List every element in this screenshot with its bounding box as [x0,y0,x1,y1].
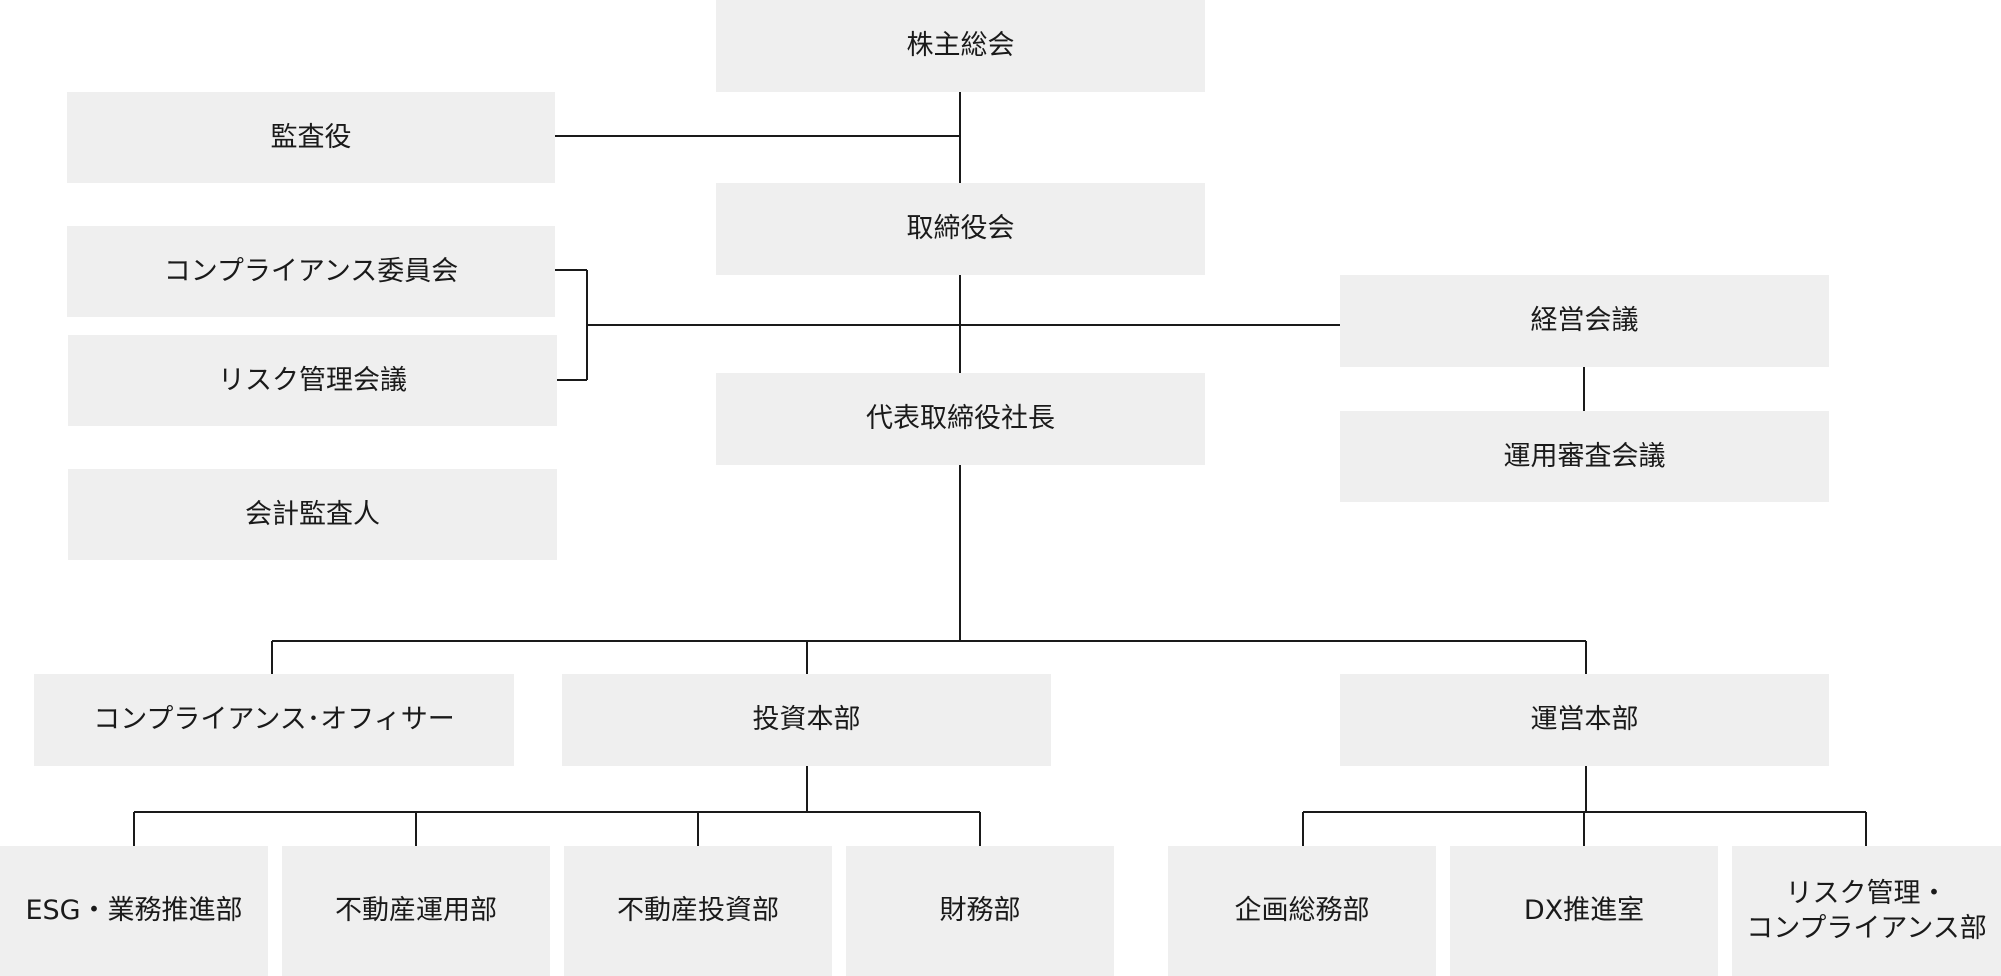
esg-business-promotion-dept-box: ESG・業務推進部 [0,846,268,976]
board-of-directors-label: 取締役会 [906,213,1015,245]
auditor-box: 監査役 [67,92,555,183]
investment-division-label: 投資本部 [752,704,861,736]
real-estate-investment-dept-box: 不動産投資部 [564,846,832,976]
accounting-auditor-label: 会計監査人 [245,498,380,530]
planning-general-affairs-dept-label: 企画総務部 [1234,895,1370,927]
planning-general-affairs-dept-box: 企画総務部 [1168,846,1436,976]
real-estate-investment-dept-label: 不動産投資部 [617,895,779,927]
compliance-officer-box: コンプライアンス･オフィサー [34,674,514,766]
real-estate-management-dept-label: 不動産運用部 [335,895,497,927]
shareholders-meeting-label: 株主総会 [906,30,1015,62]
accounting-auditor-box: 会計監査人 [68,469,557,560]
investment-review-meeting-box: 運用審査会議 [1340,411,1829,502]
risk-compliance-dept-box: リスク管理・ コンプライアンス部 [1732,846,2001,976]
risk-management-meeting-label: リスク管理会議 [218,364,407,396]
risk-management-meeting-box: リスク管理会議 [68,335,557,426]
compliance-committee-label: コンプライアンス委員会 [163,255,459,287]
compliance-committee-box: コンプライアンス委員会 [67,226,555,317]
auditor-label: 監査役 [270,121,352,153]
management-meeting-label: 経営会議 [1530,305,1639,337]
operations-division-label: 運営本部 [1530,704,1639,736]
management-meeting-box: 経営会議 [1340,275,1829,367]
investment-division-box: 投資本部 [562,674,1051,766]
risk-compliance-dept-label-line2: コンプライアンス部 [1746,913,1987,944]
president-box: 代表取締役社長 [716,373,1205,465]
finance-dept-box: 財務部 [846,846,1114,976]
shareholders-meeting-box: 株主総会 [716,0,1205,92]
real-estate-management-dept-box: 不動産運用部 [282,846,550,976]
dx-promotion-office-box: DX推進室 [1450,846,1718,976]
operations-division-box: 運営本部 [1340,674,1829,766]
investment-review-meeting-label: 運用審査会議 [1503,440,1666,472]
president-label: 代表取締役社長 [866,403,1055,435]
board-of-directors-box: 取締役会 [716,183,1205,275]
finance-dept-label: 財務部 [939,895,1021,927]
risk-compliance-dept-label-line1: リスク管理・ [1785,877,1948,909]
esg-business-promotion-dept-label: ESG・業務推進部 [25,895,243,927]
compliance-officer-label: コンプライアンス･オフィサー [93,704,455,736]
dx-promotion-office-label: DX推進室 [1523,895,1645,927]
